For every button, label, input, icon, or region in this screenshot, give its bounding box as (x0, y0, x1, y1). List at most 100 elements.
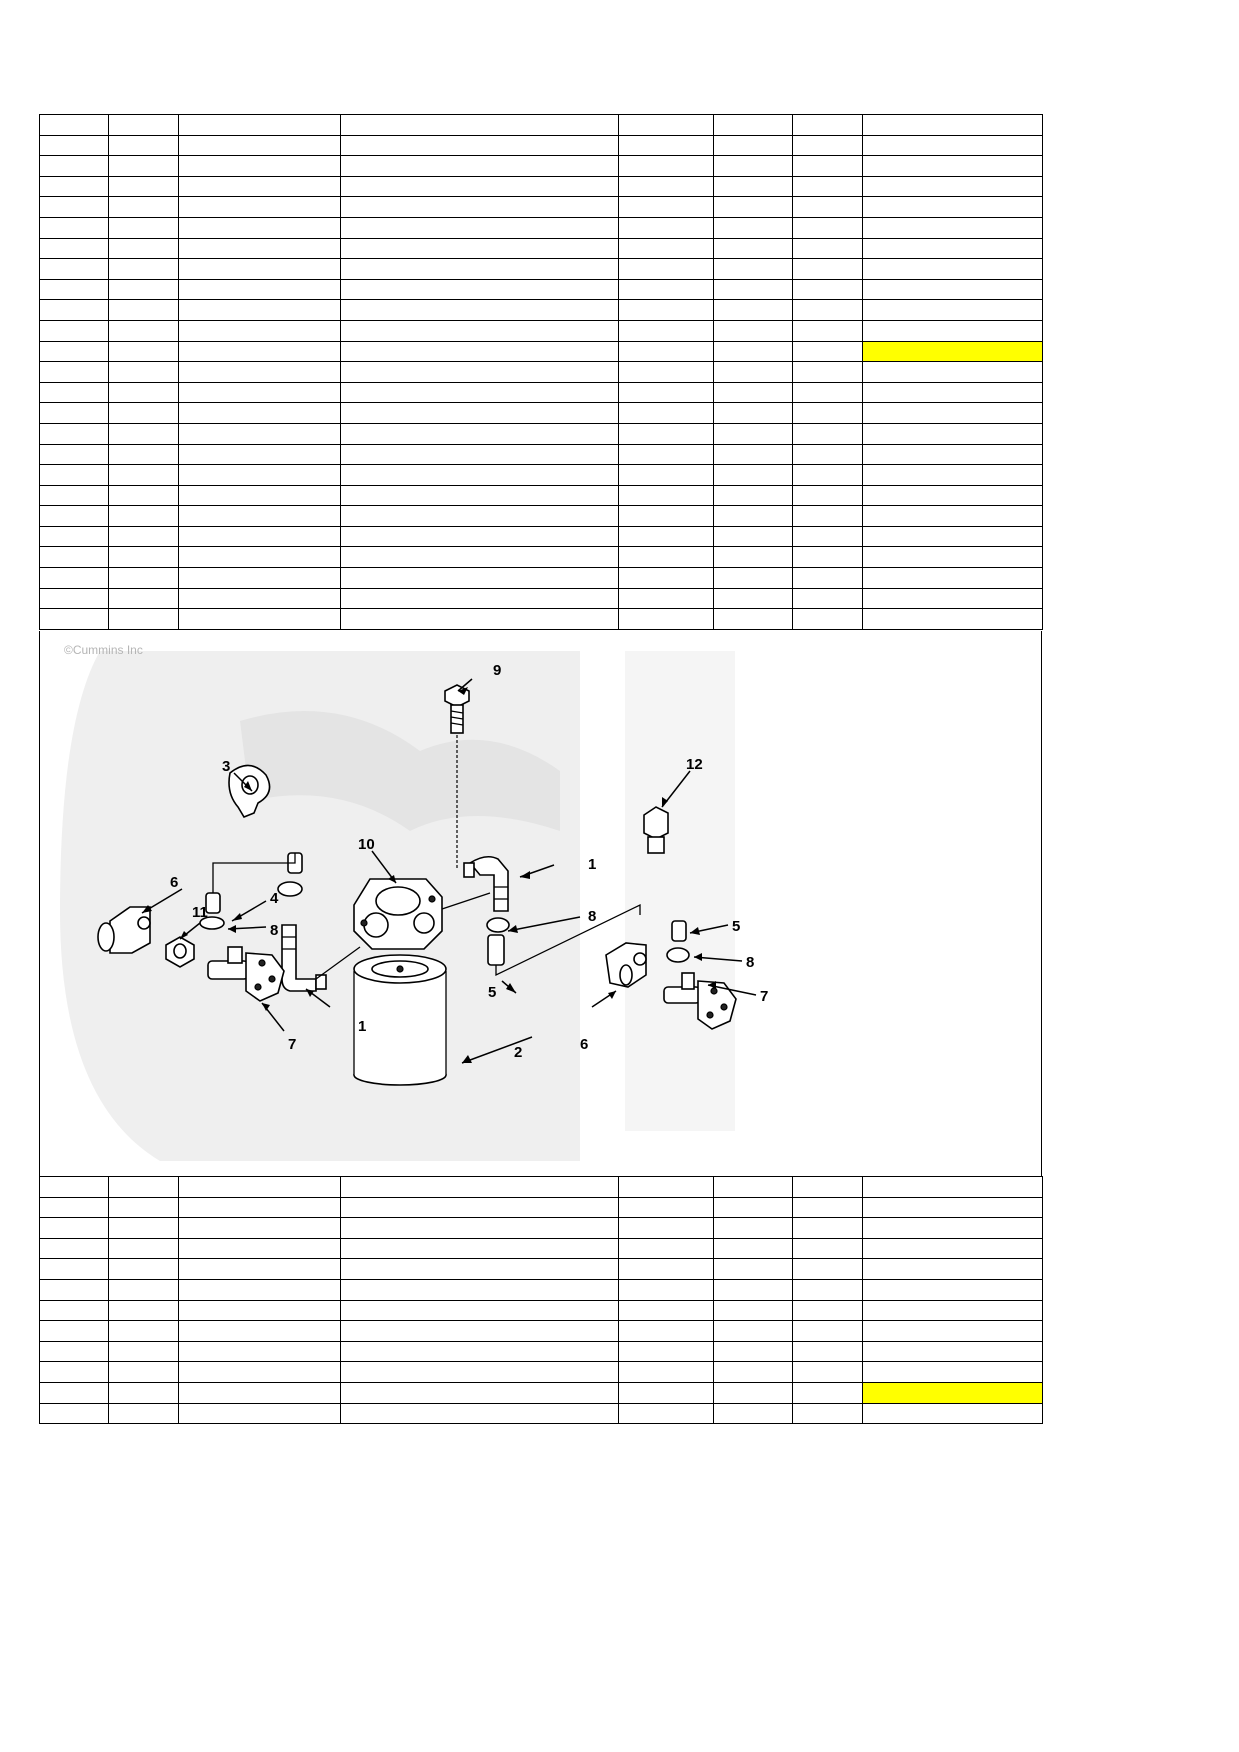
grid-cell (340, 443, 619, 466)
grid-cell (618, 402, 714, 424)
grid-cell (618, 1258, 714, 1280)
grid-cell (792, 484, 863, 507)
grid-cell (39, 134, 109, 157)
grid-cell (340, 1299, 619, 1322)
grid-cell (108, 196, 179, 218)
grid-row (39, 114, 1043, 136)
grid-cell (713, 175, 793, 198)
grid-cell (862, 1258, 1043, 1280)
grid-cell (108, 1217, 179, 1239)
grid-cell (178, 525, 341, 548)
callout-8-left: 8 (270, 922, 278, 939)
grid-cell (39, 114, 109, 136)
grid-cell (618, 1217, 714, 1239)
grid-cell (39, 1237, 109, 1260)
part-11-adapter (165, 936, 195, 968)
grid-cell (178, 464, 341, 486)
grid-cell (713, 1299, 793, 1322)
grid-row (39, 134, 1043, 157)
grid-cell (178, 134, 341, 157)
grid-cell (862, 587, 1043, 610)
grid-cell (340, 525, 619, 548)
grid-cell (618, 1340, 714, 1363)
callout-5-center: 5 (488, 984, 496, 1001)
grid-cell (618, 134, 714, 157)
grid-row (39, 608, 1043, 630)
grid-cell (39, 361, 109, 383)
callout-7-left: 7 (288, 1036, 296, 1053)
grid-cell (39, 278, 109, 301)
grid-cell (178, 361, 341, 383)
grid-cell (340, 1217, 619, 1239)
part-9-bolt (444, 684, 470, 869)
grid-cell (340, 1237, 619, 1260)
grid-cell (618, 1402, 714, 1425)
grid-cell (713, 443, 793, 466)
grid-cell (340, 484, 619, 507)
grid-cell (618, 567, 714, 589)
grid-cell (713, 1217, 793, 1239)
grid-cell (178, 1196, 341, 1219)
grid-cell (792, 422, 863, 445)
grid-cell (178, 443, 341, 466)
grid-cell (178, 340, 341, 363)
callout-10: 10 (358, 836, 375, 853)
grid-cell (340, 299, 619, 321)
grid-cell (713, 278, 793, 301)
grid-cell (340, 505, 619, 527)
grid-cell (862, 1320, 1043, 1342)
grid-cell (618, 1320, 714, 1342)
grid-cell (108, 608, 179, 630)
grid-cell (178, 1237, 341, 1260)
grid-cell (862, 237, 1043, 260)
grid-cell (39, 1340, 109, 1363)
grid-cell (340, 1381, 619, 1404)
grid-cell (178, 484, 341, 507)
grid-cell (108, 505, 179, 527)
grid-cell (862, 484, 1043, 507)
grid-cell (618, 464, 714, 486)
grid-cell (39, 155, 109, 177)
grid-row (39, 567, 1043, 589)
grid-cell (340, 319, 619, 342)
grid-cell (792, 402, 863, 424)
grid-cell (178, 278, 341, 301)
grid-row (39, 216, 1043, 239)
grid-row (39, 1402, 1043, 1425)
grid-cell (792, 340, 863, 363)
grid-cell (862, 319, 1043, 342)
grid-cell (862, 1361, 1043, 1383)
grid-cell (792, 1340, 863, 1363)
grid-cell (713, 608, 793, 630)
grid-row (39, 361, 1043, 383)
grid-row (39, 1381, 1043, 1404)
grid-cell (713, 155, 793, 177)
callout-9: 9 (493, 662, 501, 679)
grid-row (39, 422, 1043, 445)
grid-row (39, 1217, 1043, 1239)
grid-row (39, 525, 1043, 548)
grid-cell (178, 196, 341, 218)
grid-cell (39, 546, 109, 569)
grid-row (39, 155, 1043, 177)
callout-8-center: 8 (588, 908, 596, 925)
grid-cell (39, 443, 109, 466)
part-6-tee-left (97, 906, 151, 954)
copyright-notice: ©Cummins Inc (64, 643, 143, 657)
grid-cell (713, 1320, 793, 1342)
grid-cell (862, 1299, 1043, 1322)
grid-cell (713, 1258, 793, 1280)
grid-cell (618, 361, 714, 383)
grid-cell (618, 505, 714, 527)
grid-row (39, 319, 1043, 342)
grid-cell (108, 567, 179, 589)
grid-cell (178, 402, 341, 424)
grid-cell (792, 608, 863, 630)
grid-cell (178, 1381, 341, 1404)
grid-cell (108, 1361, 179, 1383)
grid-cell (39, 1278, 109, 1301)
grid-cell (713, 258, 793, 280)
grid-row (39, 1237, 1043, 1260)
grid-cell (618, 1176, 714, 1198)
grid-cell (108, 216, 179, 239)
